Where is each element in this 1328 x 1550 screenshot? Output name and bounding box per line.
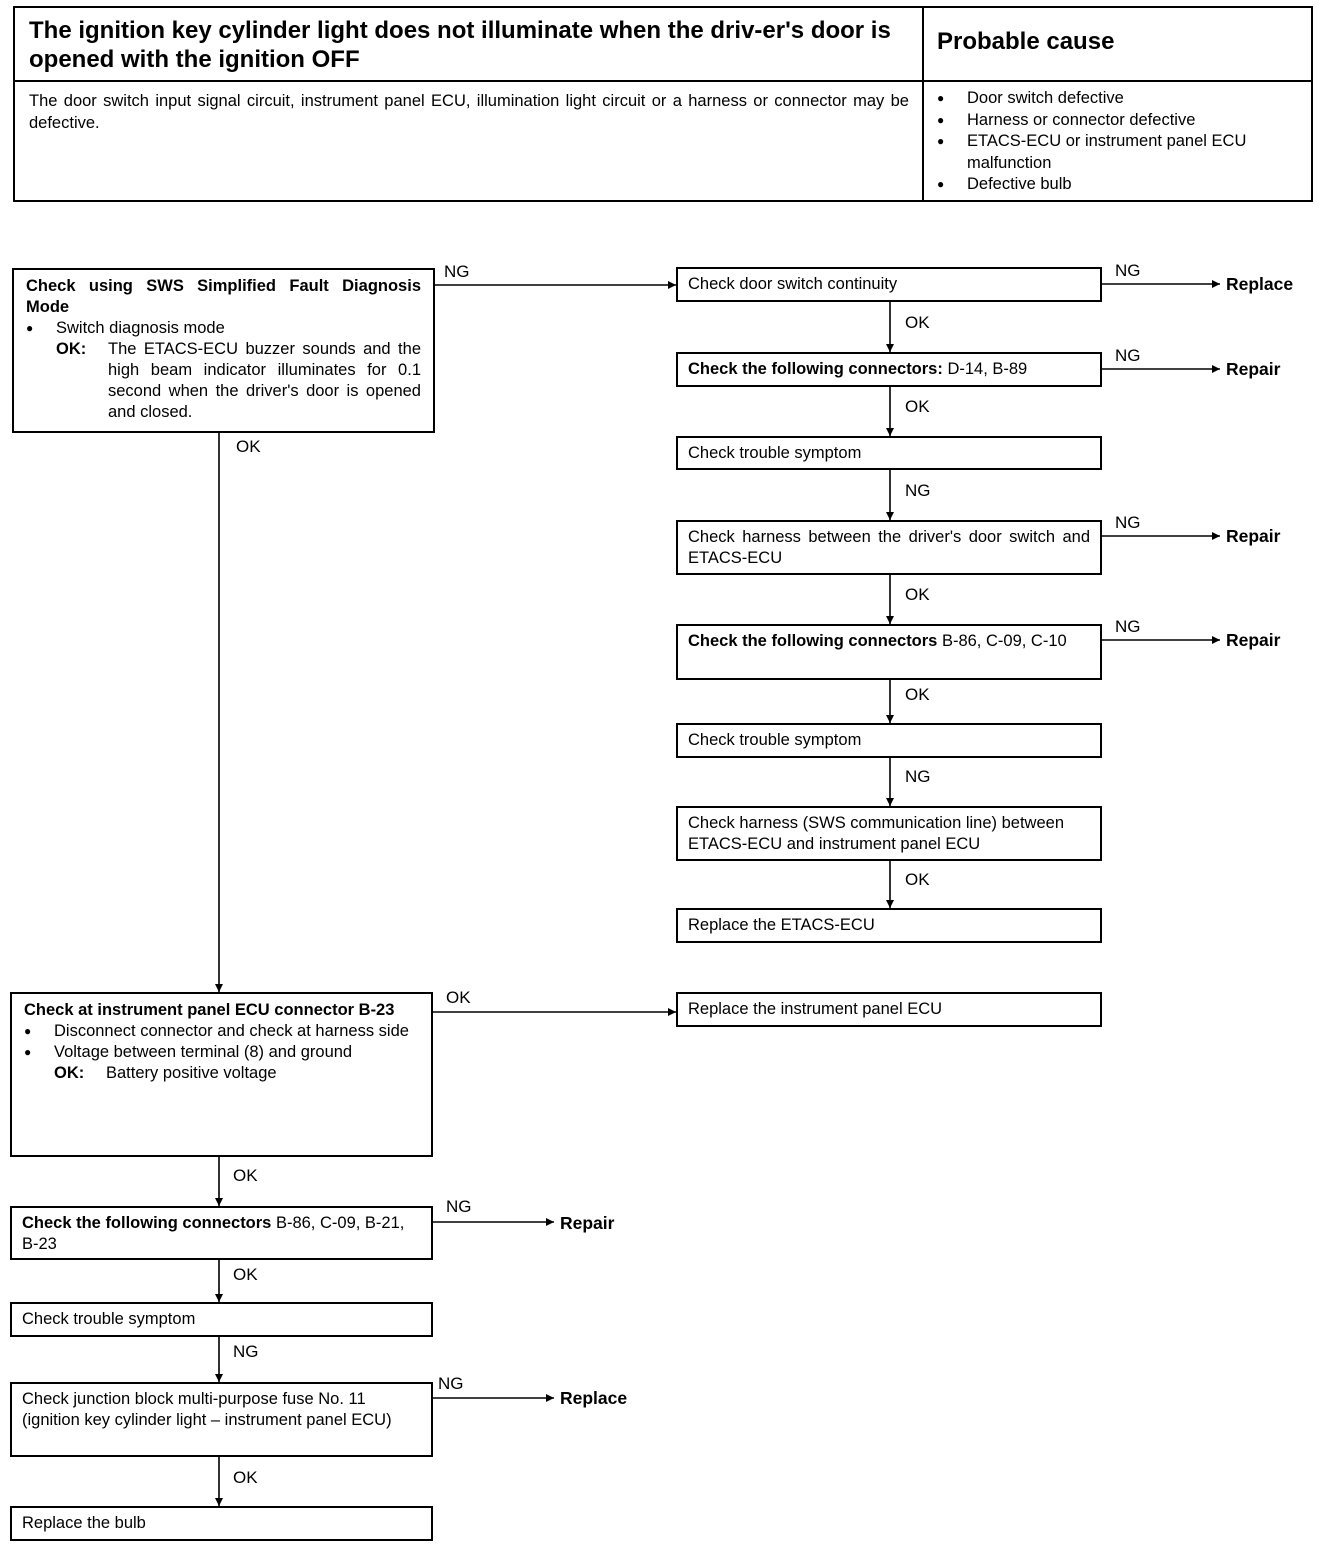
header-divider-vertical: [922, 8, 924, 200]
ecu-connector-check-box: Check at instrument panel ECU connector …: [10, 992, 433, 1157]
connectors-codes: B-86, C-09, C-10: [937, 632, 1067, 650]
symptom-title: The ignition key cylinder light does not…: [29, 17, 891, 73]
ecu-check-title: Check at instrument panel ECU connector …: [24, 1001, 395, 1019]
ok-label: OK: [905, 585, 930, 604]
ng-label: NG: [446, 1197, 472, 1216]
start-check-ok: OK: The ETACS-ECU buzzer sounds and the …: [26, 339, 421, 423]
ok-key: OK:: [56, 340, 87, 358]
result-repair: Repair: [1226, 359, 1281, 379]
ng-label: NG: [1115, 346, 1141, 365]
result-repair: Repair: [1226, 526, 1281, 546]
door-switch-box: Check door switch continuity: [676, 267, 1102, 302]
connectors-label: Check the following connectors:: [688, 360, 943, 378]
ok-label: OK: [905, 870, 930, 889]
harness-sws-box: Check harness (SWS communication line) b…: [676, 806, 1102, 861]
ok-label: OK: [905, 397, 930, 416]
ecu-check-ok-text: Battery positive voltage: [106, 1064, 277, 1082]
ok-label: OK: [446, 988, 471, 1007]
ng-label: NG: [1115, 617, 1141, 636]
diagnosis-header-table: The ignition key cylinder light does not…: [13, 6, 1313, 202]
connectors-codes: D-14, B-89: [942, 360, 1028, 378]
symptom-description: The door switch input signal circuit, in…: [29, 92, 909, 132]
ok-label: OK: [905, 685, 930, 704]
fuse-check-box: Check junction block multi-purpose fuse …: [10, 1382, 433, 1457]
replace-ipecu-box: Replace the instrument panel ECU: [676, 992, 1102, 1027]
connectors-label: Check the following connectors: [22, 1214, 272, 1232]
start-check-bullet: Switch diagnosis mode: [26, 318, 421, 339]
ng-label: NG: [905, 767, 931, 786]
start-check-ok-text: The ETACS-ECU buzzer sounds and the high…: [108, 340, 421, 421]
result-replace: Replace: [1226, 274, 1294, 294]
trouble-symptom-box-2: Check trouble symptom: [676, 723, 1102, 758]
connectors-d14-box: Check the following connectors: D-14, B-…: [676, 352, 1102, 387]
ecu-check-ok: OK: Battery positive voltage: [24, 1063, 419, 1084]
cause-item: Door switch defective: [937, 88, 1297, 110]
ok-label: OK: [233, 1265, 258, 1284]
connectors-label: Check the following connectors: [688, 632, 938, 650]
replace-bulb-box: Replace the bulb: [10, 1506, 433, 1541]
result-repair: Repair: [1226, 630, 1281, 650]
replace-etacs-box: Replace the ETACS-ECU: [676, 908, 1102, 943]
ng-label: NG: [1115, 513, 1141, 532]
ng-label: NG: [905, 481, 931, 500]
start-check-title: Check using SWS Simplified Fault Diagnos…: [26, 277, 421, 316]
start-check-box: Check using SWS Simplified Fault Diagnos…: [12, 268, 435, 433]
ng-label: NG: [233, 1342, 259, 1361]
harness-door-switch-box: Check harness between the driver's door …: [676, 520, 1102, 575]
cause-item: ETACS-ECU or instrument panel ECU malfun…: [937, 131, 1297, 174]
result-replace: Replace: [560, 1388, 628, 1408]
trouble-symptom-box-3: Check trouble symptom: [10, 1302, 433, 1337]
ok-label: OK: [233, 1468, 258, 1487]
probable-cause-heading: Probable cause: [937, 28, 1115, 55]
ecu-check-bullet: Disconnect connector and check at harnes…: [24, 1021, 419, 1042]
ng-label: NG: [444, 262, 470, 281]
cause-item: Harness or connector defective: [937, 110, 1297, 132]
ng-label: NG: [438, 1374, 464, 1393]
connectors-b23-box: Check the following connectors B-86, C-0…: [10, 1206, 433, 1260]
trouble-symptom-box-1: Check trouble symptom: [676, 436, 1102, 470]
ok-label: OK: [905, 313, 930, 332]
ok-key: OK:: [54, 1064, 85, 1082]
connectors-b86-box: Check the following connectors B-86, C-0…: [676, 624, 1102, 680]
ng-label: NG: [1115, 261, 1141, 280]
ok-label: OK: [236, 437, 261, 456]
cause-item: Defective bulb: [937, 174, 1297, 196]
probable-cause-list: Door switch defective Harness or connect…: [937, 88, 1297, 196]
ecu-check-bullet: Voltage between terminal (8) and ground: [24, 1042, 419, 1063]
ok-label: OK: [233, 1166, 258, 1185]
header-divider-horizontal: [15, 80, 1311, 82]
result-repair: Repair: [560, 1213, 615, 1233]
connectors-codes: B-86, C-09, B-21, B-23: [22, 1214, 405, 1253]
